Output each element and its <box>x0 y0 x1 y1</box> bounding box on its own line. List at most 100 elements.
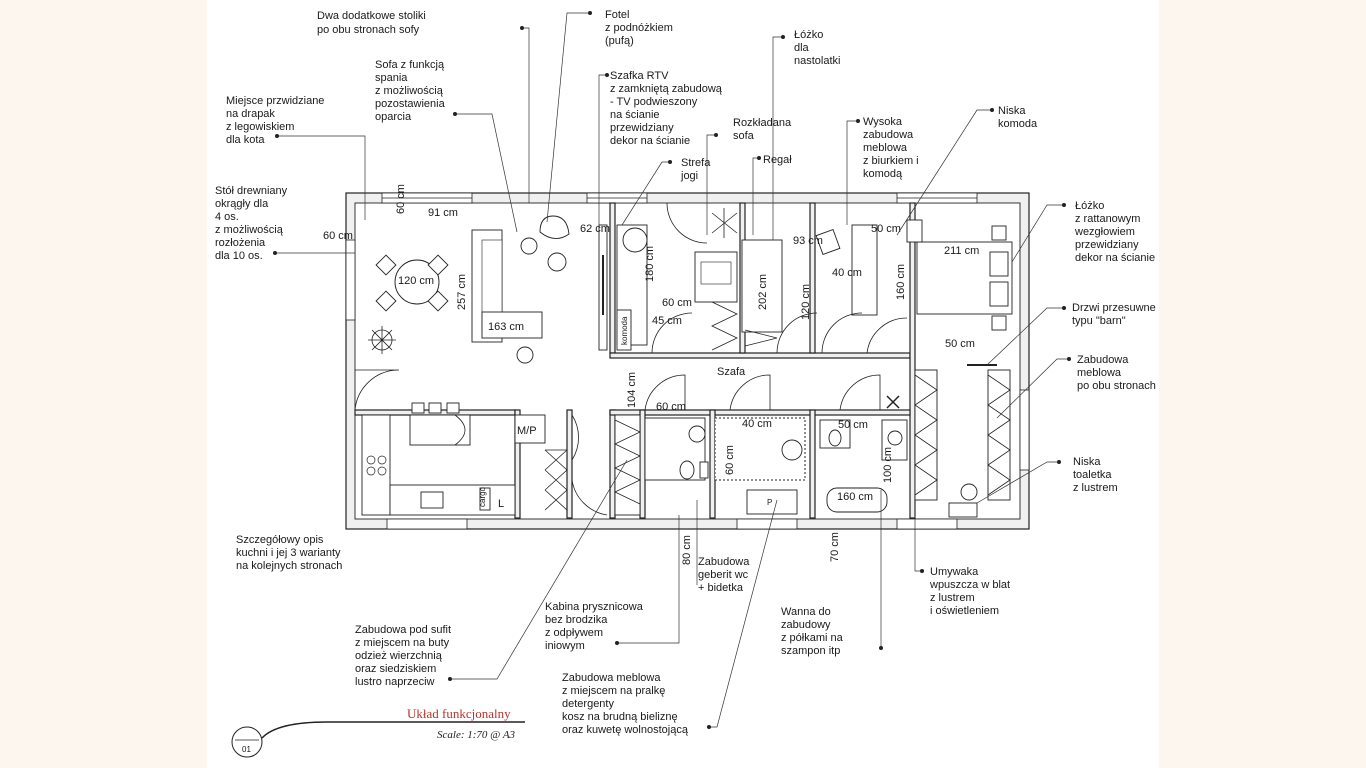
label-wysoka-zabudowa: Wysoka zabudowa meblowa z biurkiem i kom… <box>863 116 922 180</box>
master-bedroom <box>906 219 1013 366</box>
dim-60-mid: 60 cm <box>662 297 692 309</box>
desk <box>851 224 878 316</box>
dim-50-bath: 50 cm <box>838 419 868 431</box>
label-szafka-rtv: Szafka RTV z zamkniętą zabudową - TV pod… <box>610 70 725 147</box>
label-fotel: Fotel z podnóżkiem (pufą) <box>605 9 676 47</box>
hall: Szafa <box>571 366 881 516</box>
label-drapak: Miejsce przwidziane na drapak z legowisk… <box>226 95 328 146</box>
dim-60-left: 60 cm <box>323 230 353 242</box>
entrance-door <box>354 369 400 411</box>
bathtub <box>826 487 888 513</box>
leader-lines <box>275 12 1069 728</box>
mp-label: M/P <box>517 425 537 437</box>
dim-91: 91 cm <box>428 207 458 219</box>
label-zabudowa-obu: Zabudowa meblowa po obu stronach <box>1077 354 1156 392</box>
wardrobe-left <box>914 369 938 501</box>
vanity-stool <box>960 483 978 501</box>
label-lozko-nastolatki: Łóżko dla nastolatki <box>794 29 840 67</box>
toilet <box>828 429 842 447</box>
dining-table <box>394 259 440 305</box>
chair <box>375 290 397 312</box>
wardrobe-label: Szafa <box>717 366 746 378</box>
komoda-label: komoda <box>620 316 629 345</box>
dim-60-hall: 60 cm <box>656 401 686 413</box>
dim-40-bath: 40 cm <box>742 418 772 430</box>
label-strefa-jogi: Strefa jogi <box>680 157 713 182</box>
dim-70: 70 cm <box>829 532 841 562</box>
side-table <box>516 346 534 364</box>
kitchen-island <box>409 414 471 446</box>
chair <box>427 290 449 312</box>
dim-160-tub: 160 cm <box>837 491 873 503</box>
label-geberit: Zabudowa geberit wc + bidetka <box>698 556 752 594</box>
dim-104: 104 cm <box>626 372 638 408</box>
label-niska-komoda: Niska komoda <box>998 105 1038 130</box>
dimensions: 60 cm 91 cm 60 cm 120 cm 257 cm 163 cm 6… <box>323 184 979 565</box>
dim-163: 163 cm <box>488 321 524 333</box>
dim-80: 80 cm <box>681 535 693 565</box>
chair <box>427 254 449 276</box>
teen-bed <box>741 239 783 333</box>
dim-160-bed: 160 cm <box>895 264 907 300</box>
label-regal: Regał <box>763 154 792 166</box>
pouf <box>547 252 567 272</box>
floor-plan: cargo L M/P Szafa komoda <box>215 9 1159 758</box>
cargo-label: cargo <box>478 486 487 507</box>
kitchen-counter <box>361 414 391 516</box>
bathrooms: P <box>644 369 1011 518</box>
washbasin <box>887 430 903 446</box>
washer-label: P <box>767 498 772 507</box>
fridge-label: L <box>498 498 504 510</box>
label-drzwi-barn: Drzwi przesuwne typu "barn" <box>1072 302 1159 327</box>
dim-40: 40 cm <box>832 267 862 279</box>
office <box>776 224 908 354</box>
toilet <box>679 460 695 480</box>
chair <box>375 254 397 276</box>
label-niska-toaletka: Niska toaletka z lustrem <box>1073 456 1118 494</box>
teen-room: komoda <box>616 202 783 354</box>
drawing-title: Układ funkcjonalny <box>407 706 511 721</box>
dim-180: 180 cm <box>644 246 656 282</box>
side-table <box>520 237 538 255</box>
wardrobe-right <box>987 369 1011 501</box>
label-zabudowa-sufit: Zabudowa pod sufit z miejscem na buty od… <box>355 624 454 688</box>
sink <box>420 491 444 509</box>
dim-50-bed: 50 cm <box>871 223 901 235</box>
annotations: Dwa dodatkowe stoliki po obu stronach so… <box>215 9 1159 736</box>
dim-50-barn: 50 cm <box>945 338 975 350</box>
label-sofa-spania: Sofa z funkcją spania z możliwością pozo… <box>375 59 448 123</box>
dim-60-top: 60 cm <box>395 184 407 214</box>
dim-100: 100 cm <box>882 447 894 483</box>
label-lozko-rattan: Łóżko z rattanowym wezgłowiem przewidzia… <box>1074 200 1155 264</box>
sofa-chaise <box>481 311 543 339</box>
dim-202: 202 cm <box>757 274 769 310</box>
drawing-scale: Scale: 1:70 @ A3 <box>437 729 516 741</box>
label-kabina: Kabina prysznicowa bez brodzika z odpływ… <box>545 601 646 652</box>
dim-45: 45 cm <box>652 315 682 327</box>
label-rozkladana-sofa: Rozkładana sofa <box>733 117 794 142</box>
dim-257: 257 cm <box>456 274 468 310</box>
plant-icon <box>368 326 396 354</box>
dim-120: 120 cm <box>398 275 434 287</box>
low-vanity <box>948 502 978 518</box>
label-kuchnia: Szczegółowy opis kuchni i jej 3 warianty… <box>236 534 344 572</box>
dim-62: 62 cm <box>580 223 610 235</box>
drawing-sheet: cargo L M/P Szafa komoda <box>207 0 1159 768</box>
label-wanna: Wanna do zabudowy z półkami na szampon i… <box>781 606 846 657</box>
kitchen: cargo L M/P <box>361 402 568 516</box>
washbasin <box>688 425 706 443</box>
dim-120-v: 120 cm <box>800 284 812 320</box>
dim-211: 211 cm <box>944 245 979 257</box>
living-area <box>354 215 608 411</box>
sheet-number-circle <box>231 726 263 758</box>
label-stoliki: Dwa dodatkowe stoliki po obu stronach so… <box>317 10 429 36</box>
label-stol: Stół drewniany okrągły dla 4 os. z możli… <box>215 185 290 262</box>
windows <box>345 192 1030 530</box>
shower-drain <box>781 439 803 461</box>
label-umywalka: Umywaka wpuszcza w blat z lustrem i oświ… <box>929 566 1013 617</box>
leader-dots <box>273 11 1071 729</box>
dim-93: 93 cm <box>793 235 823 247</box>
sheet-number: 01 <box>242 745 251 754</box>
title-block: 01 Układ funkcjonalny Scale: 1:70 @ A3 <box>231 706 525 758</box>
dim-60-v: 60 cm <box>724 445 736 475</box>
